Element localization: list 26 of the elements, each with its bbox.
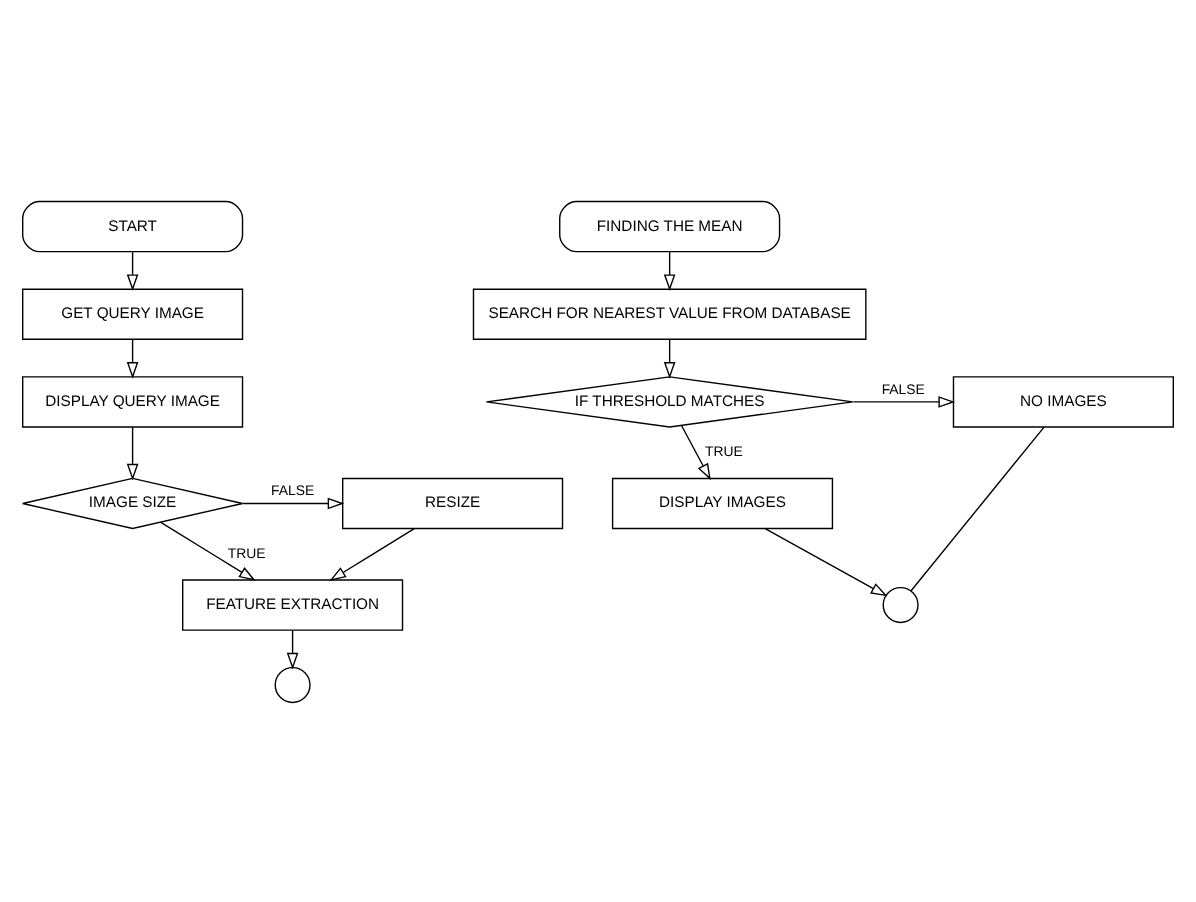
- node-box: SEARCH FOR NEAREST VALUE FROM DATABASE: [472, 287, 867, 339]
- node-box: DISPLAY QUERY IMAGE: [22, 375, 244, 427]
- node-circle: [274, 665, 311, 703]
- node-box: RESIZE: [342, 476, 564, 529]
- arrow: [329, 526, 415, 580]
- arrow: [663, 250, 676, 291]
- node-box: DISPLAY IMAGES: [611, 476, 834, 529]
- node-box: FINDING THE MEAN: [559, 199, 781, 252]
- arrow: [160, 520, 256, 580]
- arrow: [852, 395, 956, 407]
- arrow: [680, 424, 711, 480]
- arrow: [764, 526, 888, 596]
- node-box: GET QUERY IMAGE: [22, 287, 244, 339]
- node-diamond: IF THRESHOLD MATCHES: [485, 375, 854, 427]
- node-box: FEATURE EXTRACTION: [182, 578, 404, 630]
- node-circle: [882, 585, 919, 623]
- arrow: [126, 250, 139, 291]
- arrow: [242, 496, 345, 509]
- node-diamond: IMAGE SIZE: [22, 476, 244, 529]
- node-box: START: [22, 199, 244, 252]
- arrow: [286, 628, 299, 669]
- node-box: NO IMAGES: [952, 375, 1174, 427]
- connector: [910, 425, 1045, 591]
- arrow: [126, 338, 139, 378]
- arrow: [126, 425, 139, 480]
- arrow: [663, 338, 676, 378]
